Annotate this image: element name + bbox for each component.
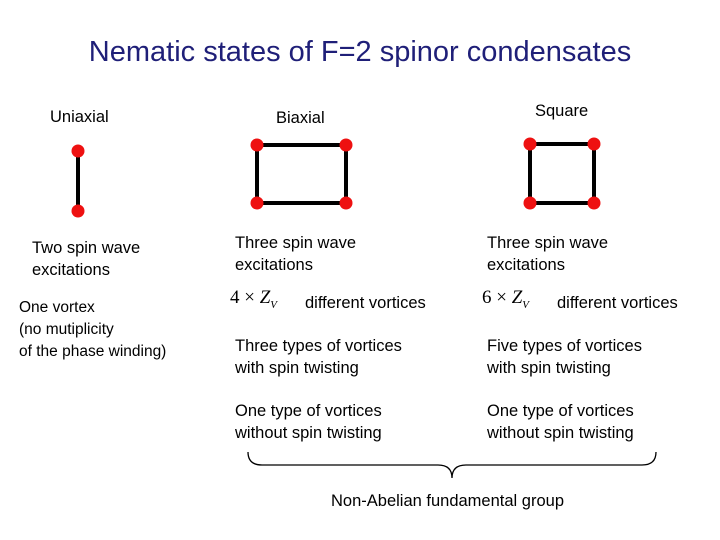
biaxial-dot	[339, 138, 353, 152]
biaxial-rectangle	[255, 143, 348, 205]
uniaxial-vortex: One vortex (no mutiplicity of the phase …	[19, 299, 167, 360]
biaxial-twisting: Three types of vortices with spin twisti…	[235, 337, 402, 377]
biaxial-vortices-label: different vortices	[305, 294, 426, 312]
square-vortex-count-formula: 6 × ZV	[482, 287, 530, 311]
biaxial-non-twisting: One type of vortices without spin twisti…	[235, 402, 382, 442]
biaxial-dot	[339, 196, 353, 210]
biaxial-diagram	[250, 138, 353, 210]
square-spin-wave: Three spin wave excitations	[487, 234, 609, 274]
biaxial-vortex-count-formula: 4 × ZV	[230, 287, 278, 311]
brace-label: Non-Abelian fundamental group	[331, 492, 564, 510]
heading-biaxial: Biaxial	[276, 109, 325, 127]
uniaxial-diagram	[71, 144, 85, 218]
square-vortices-label: different vortices	[557, 294, 678, 312]
biaxial-dot	[250, 196, 264, 210]
square-diagram	[523, 137, 601, 210]
heading-uniaxial: Uniaxial	[50, 108, 109, 126]
square-dot	[523, 196, 537, 210]
square-twisting: Five types of vortices with spin twistin…	[487, 337, 642, 377]
uniaxial-spin-wave: Two spin wave excitations	[32, 239, 141, 279]
biaxial-dot	[250, 138, 264, 152]
uniaxial-dot-bottom	[71, 204, 85, 218]
curly-brace	[247, 451, 657, 479]
square-dot	[587, 137, 601, 151]
heading-square: Square	[535, 102, 589, 120]
square-dot	[523, 137, 537, 151]
square-dot	[587, 196, 601, 210]
square-shape	[528, 142, 596, 205]
uniaxial-dot-top	[71, 144, 85, 158]
biaxial-spin-wave: Three spin wave excitations	[235, 234, 357, 274]
square-non-twisting: One type of vortices without spin twisti…	[487, 402, 634, 442]
page-title: Nematic states of F=2 spinor condensates	[88, 36, 632, 68]
